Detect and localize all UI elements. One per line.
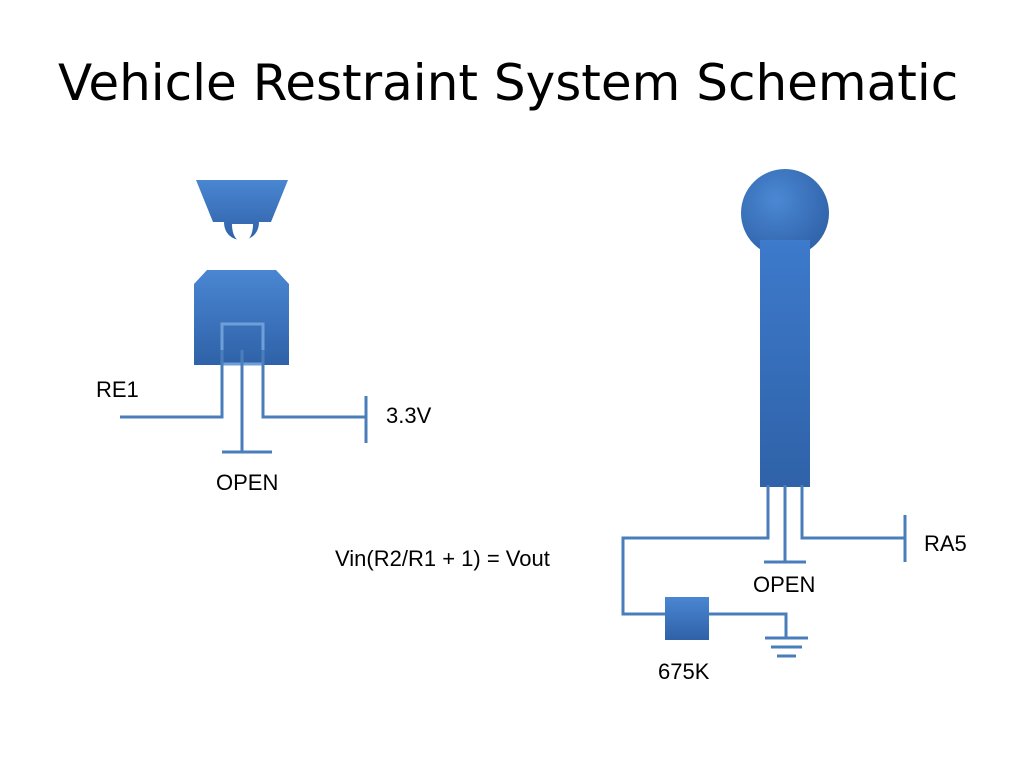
divider-wire [621, 485, 770, 616]
right-wires [621, 485, 907, 658]
supply-voltage-label: 3.3V [386, 403, 432, 428]
ground-wire [708, 612, 788, 638]
buckle-pole-shape [760, 240, 810, 487]
person-body-shape [194, 270, 289, 365]
open-label-left: OPEN [216, 470, 279, 495]
slide-title: Vehicle Restraint System Schematic [58, 54, 959, 112]
person-face-cutout [232, 224, 253, 242]
left-wires [120, 350, 368, 454]
ra5-wire [800, 485, 904, 540]
resistor-block [665, 597, 709, 640]
re1-wire [120, 350, 224, 419]
supply-wire [261, 350, 365, 419]
formula-label: Vin(R2/R1 + 1) = Vout [335, 546, 550, 571]
right-circuit [621, 169, 907, 658]
ra5-label: RA5 [924, 531, 967, 556]
resistor-value-label: 675K [658, 659, 710, 684]
person-head-shape [196, 180, 288, 240]
re1-label: RE1 [96, 377, 139, 402]
open-label-right: OPEN [753, 572, 816, 597]
buckle-ball-shape [741, 169, 829, 257]
left-circuit [120, 180, 368, 454]
